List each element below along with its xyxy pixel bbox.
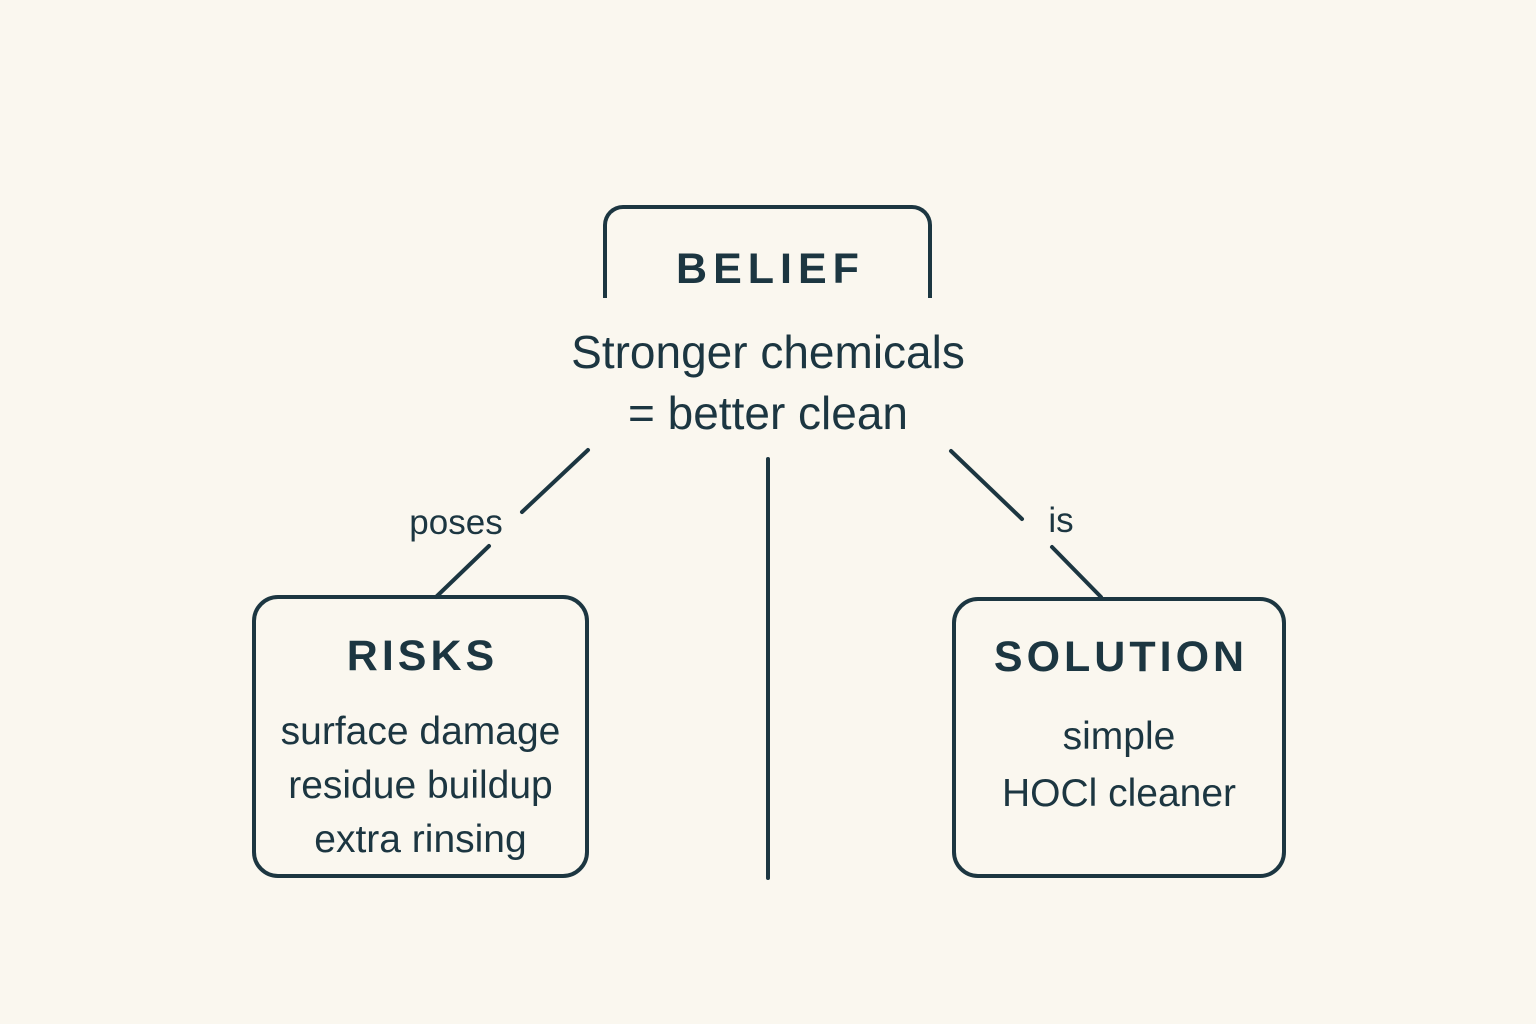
- risks-box: RISKS surface damage residue buildup ext…: [252, 595, 589, 878]
- edge-label-poses: poses: [409, 503, 503, 542]
- belief-box: BELIEF: [603, 205, 932, 298]
- risks-title: RISKS: [346, 632, 499, 680]
- edge-belief-to-solution-upper-segment: [949, 449, 1024, 521]
- risks-item: extra rinsing: [314, 818, 527, 861]
- edge-belief-to-solution-lower-segment: [1050, 545, 1103, 599]
- belief-statement-line-1: Stronger chemicals: [571, 326, 965, 378]
- risks-item-list: surface damage residue buildup extra rin…: [281, 705, 561, 867]
- edge-label-is: is: [1048, 501, 1074, 540]
- solution-title: SOLUTION: [993, 633, 1249, 681]
- edge-belief-to-risks-lower-segment: [434, 544, 491, 599]
- edge-belief-to-risks-upper-segment: [520, 448, 590, 514]
- solution-item: HOCl cleaner: [1001, 772, 1237, 815]
- belief-statement: Stronger chemicals = better clean: [468, 322, 1068, 444]
- solution-item: simple: [1062, 715, 1176, 758]
- solution-item-list: simple HOCl cleaner: [1002, 708, 1236, 822]
- risks-item: residue buildup: [288, 764, 553, 807]
- belief-statement-line-2: = better clean: [627, 387, 909, 439]
- risks-item: surface damage: [280, 710, 561, 753]
- solution-box: SOLUTION simple HOCl cleaner: [952, 597, 1286, 878]
- belief-title: BELIEF: [676, 245, 865, 293]
